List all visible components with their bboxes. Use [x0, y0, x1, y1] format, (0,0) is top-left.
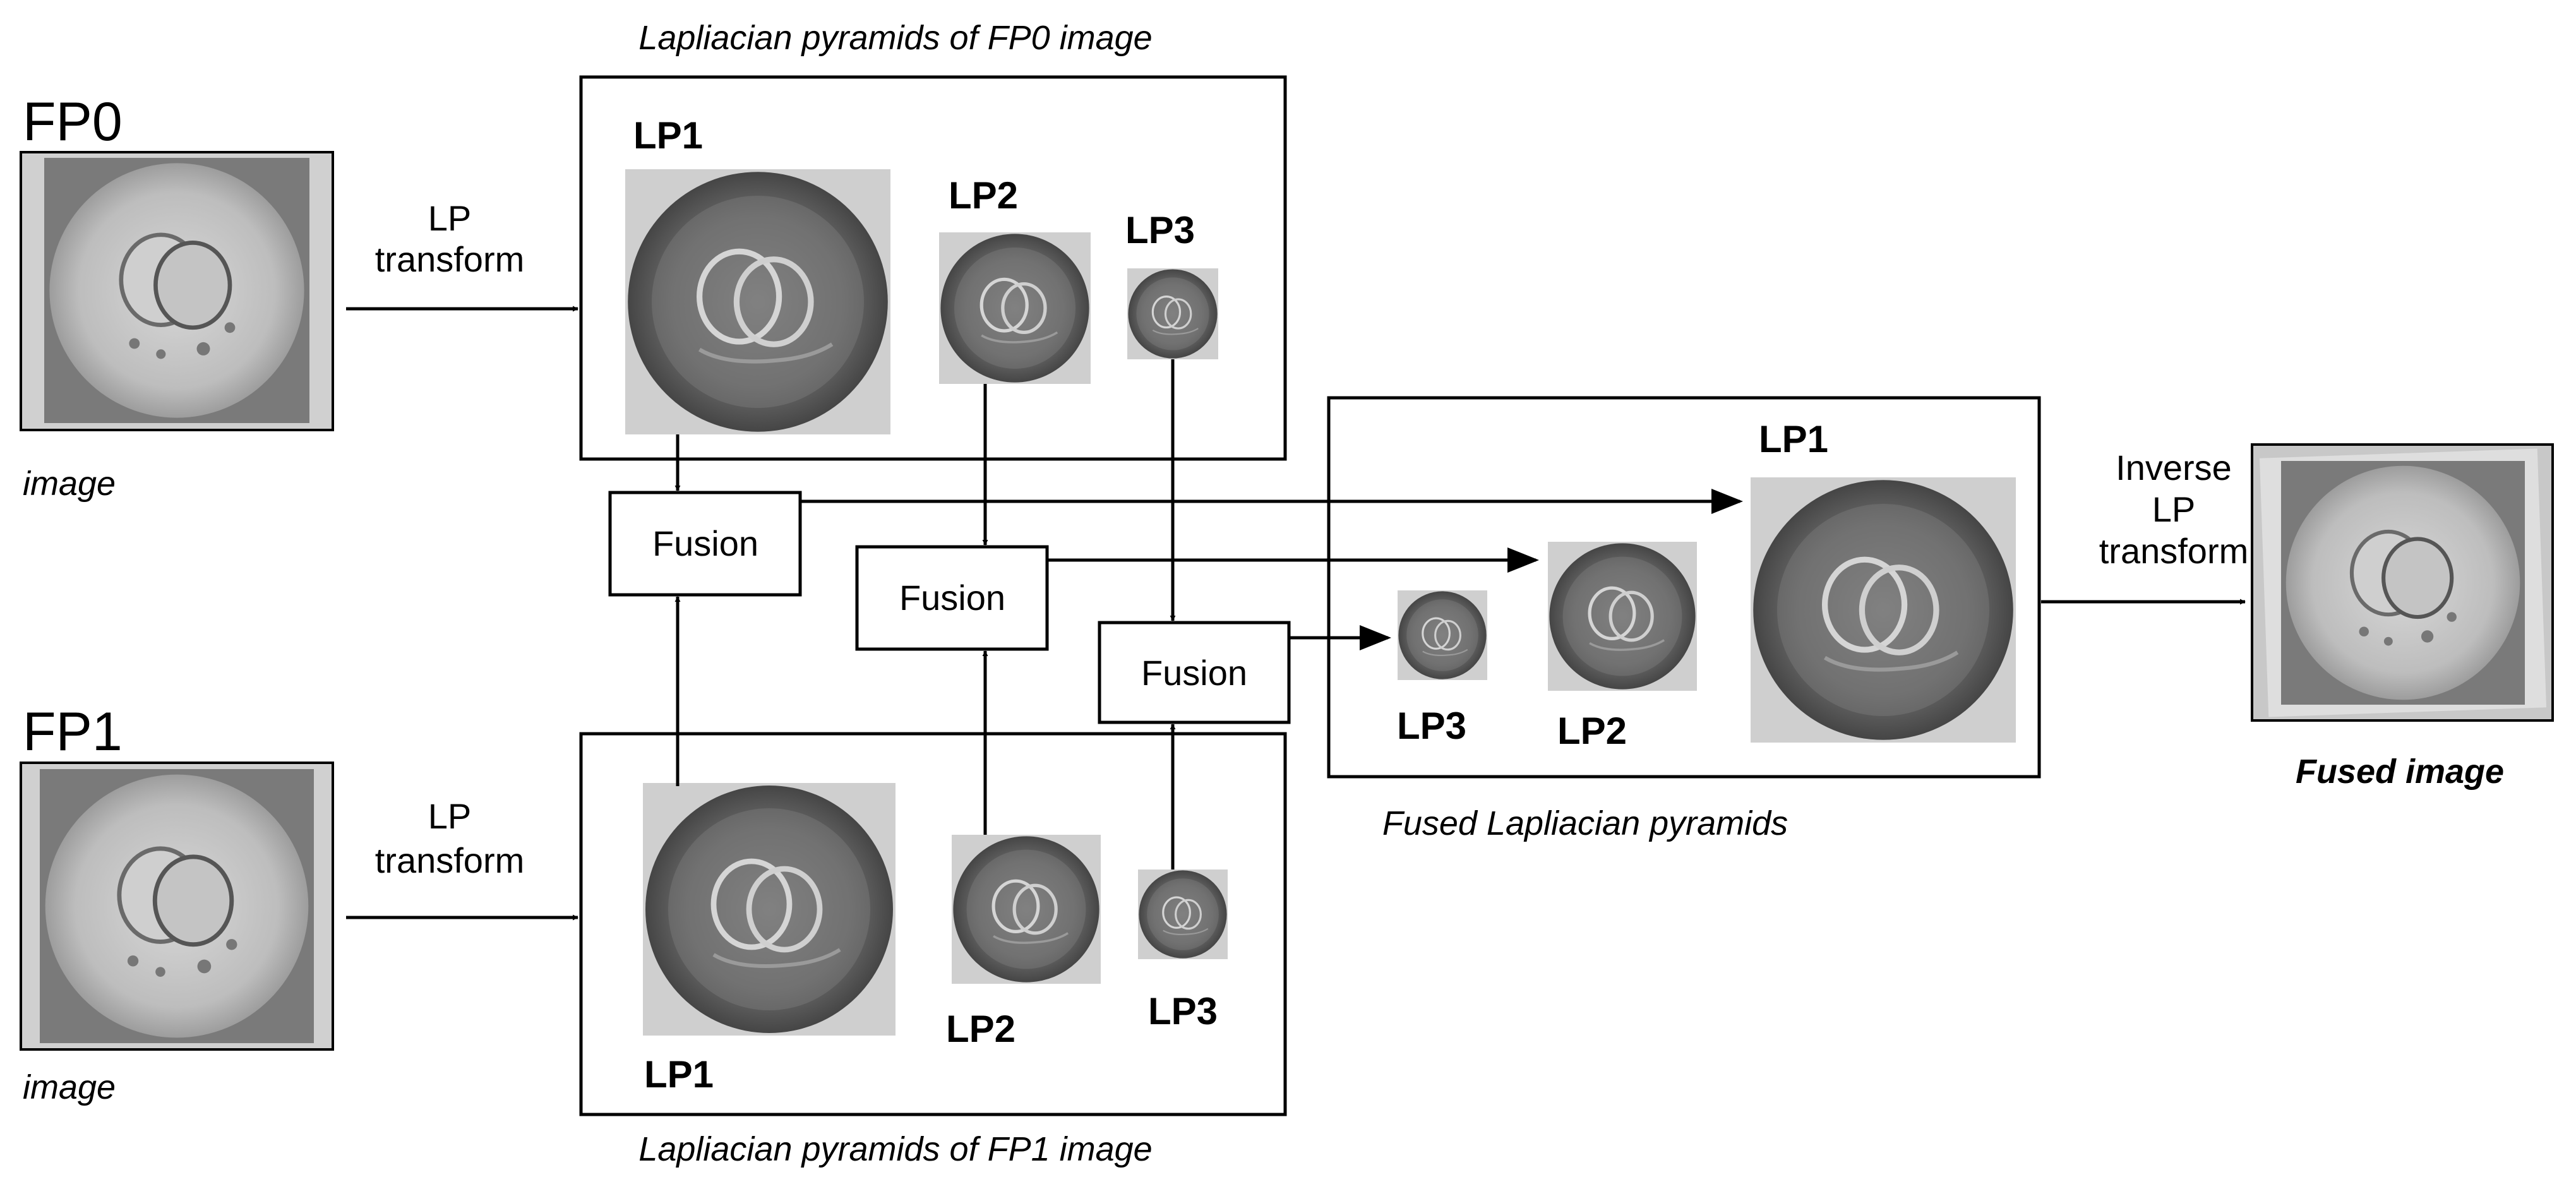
fused-lp3-image	[1396, 590, 1489, 680]
fusion-box-1: Fusion	[608, 491, 802, 597]
lp-transform-label-top-1: LP	[428, 198, 472, 238]
lp-transform-label-top-2: transform	[375, 239, 525, 279]
fused-pyramid-title: Fused Lapliacian pyramids	[1382, 804, 1788, 842]
pyramid-fp0-lp1-label: LP1	[633, 114, 703, 157]
pyramid-fp1-lp2-image	[952, 835, 1101, 984]
fused-lp1-label: LP1	[1759, 418, 1828, 460]
fused-lp3-label: LP3	[1397, 705, 1466, 747]
pyramid-fp1-lp1-label: LP1	[644, 1053, 714, 1096]
fp0-caption: image	[23, 465, 116, 503]
pyramid-fp0-title: Lapliacian pyramids of FP0 image	[638, 19, 1152, 57]
fp1-image	[20, 762, 334, 1051]
svg-text:Fusion: Fusion	[1141, 653, 1247, 693]
inverse-label-3: transform	[2099, 531, 2249, 571]
fp0-title: FP0	[23, 92, 123, 152]
pyramid-fp0-lp3-image	[1126, 268, 1219, 359]
pyramid-fp1-lp3-image	[1137, 869, 1229, 959]
pyramid-fp1-lp2-label: LP2	[946, 1008, 1015, 1050]
fusion-box-2: Fusion	[855, 545, 1049, 651]
fused-result-caption: Fused image	[2296, 753, 2504, 791]
pyramid-fp0-lp1-image	[625, 169, 890, 434]
pyramid-fp1-lp1-image	[643, 783, 896, 1036]
svg-text:Fusion: Fusion	[652, 523, 758, 563]
pyramid-fp0-lp3-label: LP3	[1125, 209, 1195, 251]
pyramid-fp1-lp3-label: LP3	[1148, 990, 1218, 1032]
fused-lp2-image	[1548, 542, 1697, 691]
fused-lp2-label: LP2	[1557, 710, 1627, 752]
fused-lp1-image	[1751, 477, 2016, 743]
fp0-image	[20, 151, 334, 431]
pyramid-fp0-box	[579, 75, 1287, 461]
lp-transform-label-bottom-1: LP	[428, 796, 472, 836]
fused-result-image	[2251, 443, 2554, 722]
pyramid-fp0-lp2-label: LP2	[949, 174, 1018, 217]
pyramid-fp1-box	[579, 732, 1287, 1116]
inverse-label-1: Inverse	[2116, 448, 2232, 487]
inverse-label-2: LP	[2152, 489, 2196, 529]
fp1-title: FP1	[23, 702, 123, 762]
fp1-caption: image	[23, 1068, 116, 1106]
lp-transform-label-bottom-2: transform	[375, 840, 525, 880]
pyramid-fp0-lp2-image	[939, 232, 1091, 384]
svg-text:Fusion: Fusion	[899, 578, 1005, 618]
fused-pyramid-box	[1327, 396, 2041, 779]
pyramid-fp1-title: Lapliacian pyramids of FP1 image	[638, 1130, 1152, 1168]
fusion-box-3: Fusion	[1098, 621, 1291, 724]
